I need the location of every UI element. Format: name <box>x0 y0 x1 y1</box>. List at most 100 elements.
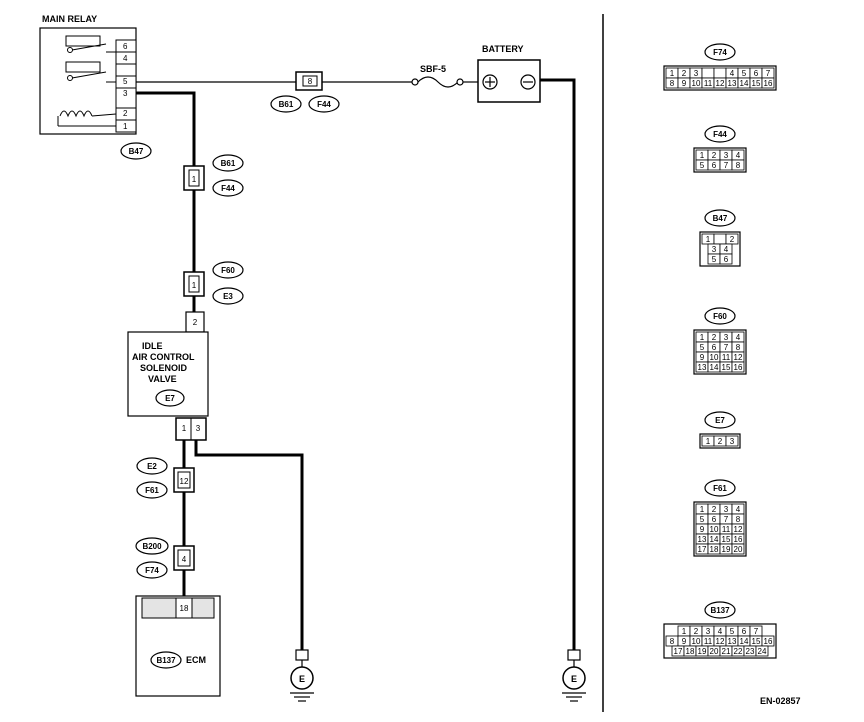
connector-face-pin: 22 <box>734 647 743 656</box>
connector-face-name: B137 <box>710 606 730 615</box>
connector-face-pin: 7 <box>766 69 771 78</box>
connector-12-tag-a: E2 <box>147 462 157 471</box>
connector-4-tag-a: B200 <box>142 542 162 551</box>
connector-face-pin: 14 <box>740 79 749 88</box>
connector-face-pin: 8 <box>670 637 675 646</box>
connector-face-pin: 8 <box>736 343 741 352</box>
connector-face-pin: 5 <box>700 515 705 524</box>
idle-air-control-valve: IDLE AIR CONTROL SOLENOID VALVE E7 <box>127 331 209 417</box>
relay-pin-4: 4 <box>123 54 128 63</box>
connector-2-pin: 2 <box>193 318 198 327</box>
connector-face-pin: 3 <box>730 437 735 446</box>
connector-face-pin: 21 <box>722 647 731 656</box>
connector-face-pin: 14 <box>710 535 719 544</box>
connector-face-pin: 1 <box>682 627 687 636</box>
connector-1-upper-pin: 1 <box>192 175 197 184</box>
connector-face-pin: 4 <box>718 627 723 636</box>
connector-face-pin: 1 <box>700 333 705 342</box>
connector-8-tag-b: F44 <box>317 100 331 109</box>
connector-12-tag-b: F61 <box>145 486 159 495</box>
connector-4-tag-b: F74 <box>145 566 159 575</box>
connector-face-pin: 3 <box>724 505 729 514</box>
figure-id: EN-02857 <box>760 696 801 706</box>
connector-face-name: B47 <box>713 214 728 223</box>
connector-12-pin: 12 <box>180 477 189 486</box>
connector-face-pin: 15 <box>722 363 731 372</box>
connector-face-pin: 12 <box>734 525 743 534</box>
iacv-line-4: VALVE <box>148 374 177 384</box>
connector-face-pin: 7 <box>724 343 729 352</box>
iacv-line-2: AIR CONTROL <box>132 352 195 362</box>
connector-face-pin: 17 <box>674 647 683 656</box>
main-relay-label: MAIN RELAY <box>42 14 97 24</box>
connector-face-name: F61 <box>713 484 727 493</box>
connector-face-pin: 16 <box>764 637 773 646</box>
connector-face-pin: 2 <box>712 505 717 514</box>
connector-face-pin: 24 <box>758 647 767 656</box>
connector-face-pin: 8 <box>736 515 741 524</box>
connector-face-pin: 11 <box>722 525 731 534</box>
ecm-connector-tag: B137 <box>156 656 176 665</box>
relay-contact-symbols <box>57 35 117 127</box>
connector-face-pin: 12 <box>716 637 725 646</box>
connector-face-pin: 23 <box>746 647 755 656</box>
connector-face-pin: 16 <box>734 363 743 372</box>
connector-face-pin: 7 <box>724 515 729 524</box>
connector-face-pin: 1 <box>670 69 675 78</box>
connector-face-pin: 5 <box>742 69 747 78</box>
connector-face-pin: 14 <box>710 363 719 372</box>
connector-face-pin: 11 <box>704 637 713 646</box>
connector-face-name: F44 <box>713 130 727 139</box>
relay-pin-2: 2 <box>123 109 128 118</box>
connector-4-pin: 4 <box>182 555 187 564</box>
iacv-line-3: SOLENOID <box>140 363 188 373</box>
connector-2: 2 <box>185 311 205 333</box>
ground-right: E <box>562 649 586 702</box>
main-relay: MAIN RELAY 6 4 5 3 2 1 <box>39 14 152 160</box>
connector-1-lower-tag-a: F60 <box>221 266 235 275</box>
connector-face-pin: 11 <box>722 353 731 362</box>
connector-8-tag-a: B61 <box>279 100 294 109</box>
connector-face-pin: 5 <box>730 627 735 636</box>
connector-face-pin: 2 <box>718 437 723 446</box>
battery: BATTERY <box>477 44 541 103</box>
ecm: 18 B137 ECM <box>135 595 221 697</box>
fuse-label: SBF-5 <box>420 64 446 74</box>
connector-face-pin: 6 <box>742 627 747 636</box>
connector-face-pin: 10 <box>710 353 719 362</box>
connector-face-name: F74 <box>713 48 727 57</box>
connector-face-pin: 5 <box>700 161 705 170</box>
connector-face-pin: 9 <box>700 525 705 534</box>
connector-face-pin: 4 <box>724 245 729 254</box>
battery-label: BATTERY <box>482 44 524 54</box>
connector-face-pin: 16 <box>764 79 773 88</box>
connector-1-lower-pin: 1 <box>192 281 197 290</box>
connector-face-pin: 17 <box>698 545 707 554</box>
connector-face-pin: 2 <box>682 69 687 78</box>
wires <box>136 78 576 650</box>
relay-pin-3: 3 <box>123 89 128 98</box>
connector-1-lower: 1 F60 E3 <box>183 261 244 305</box>
connector-4: 4 B200 F74 <box>135 537 195 579</box>
ecm-label: ECM <box>186 655 206 665</box>
connector-face-pin: 7 <box>724 161 729 170</box>
connector-face-pin: 9 <box>700 353 705 362</box>
connector-face-pin: 7 <box>754 627 759 636</box>
connector-1-lower-tag-b: E3 <box>223 292 233 301</box>
connector-face-pin: 6 <box>754 69 759 78</box>
connector-face-pin: 9 <box>682 637 687 646</box>
connector-face-pin: 3 <box>724 151 729 160</box>
connector-face-name: F60 <box>713 312 727 321</box>
connector-face-pin: 18 <box>686 647 695 656</box>
connector-face-pin: 4 <box>730 69 735 78</box>
connector-face-pin: 2 <box>712 333 717 342</box>
connector-face-pin: 8 <box>736 161 741 170</box>
relay-pin-5: 5 <box>123 77 128 86</box>
connector-face-pin: 9 <box>682 79 687 88</box>
